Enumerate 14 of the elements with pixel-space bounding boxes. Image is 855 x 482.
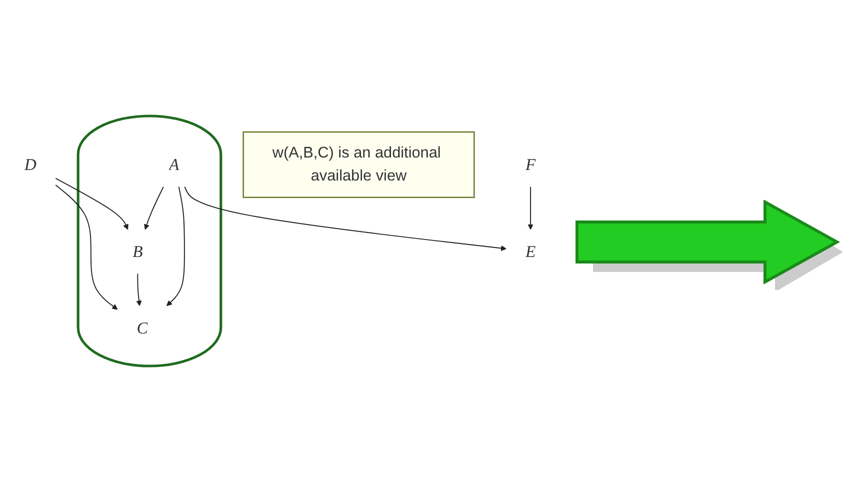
node-text: D	[24, 155, 36, 174]
node-text: A	[169, 155, 180, 174]
arrow	[136, 273, 142, 306]
arrow	[55, 184, 118, 310]
node-box: w(A,B,C) is an additional available view	[242, 131, 475, 198]
node-text: B	[132, 242, 143, 261]
arrow	[528, 186, 534, 230]
arrow	[184, 186, 506, 252]
node-text: E	[525, 242, 536, 261]
node-text: F	[525, 155, 536, 174]
arrow	[144, 186, 164, 230]
node-text: C	[136, 318, 148, 338]
arrow	[55, 178, 128, 230]
arrow	[166, 186, 185, 306]
